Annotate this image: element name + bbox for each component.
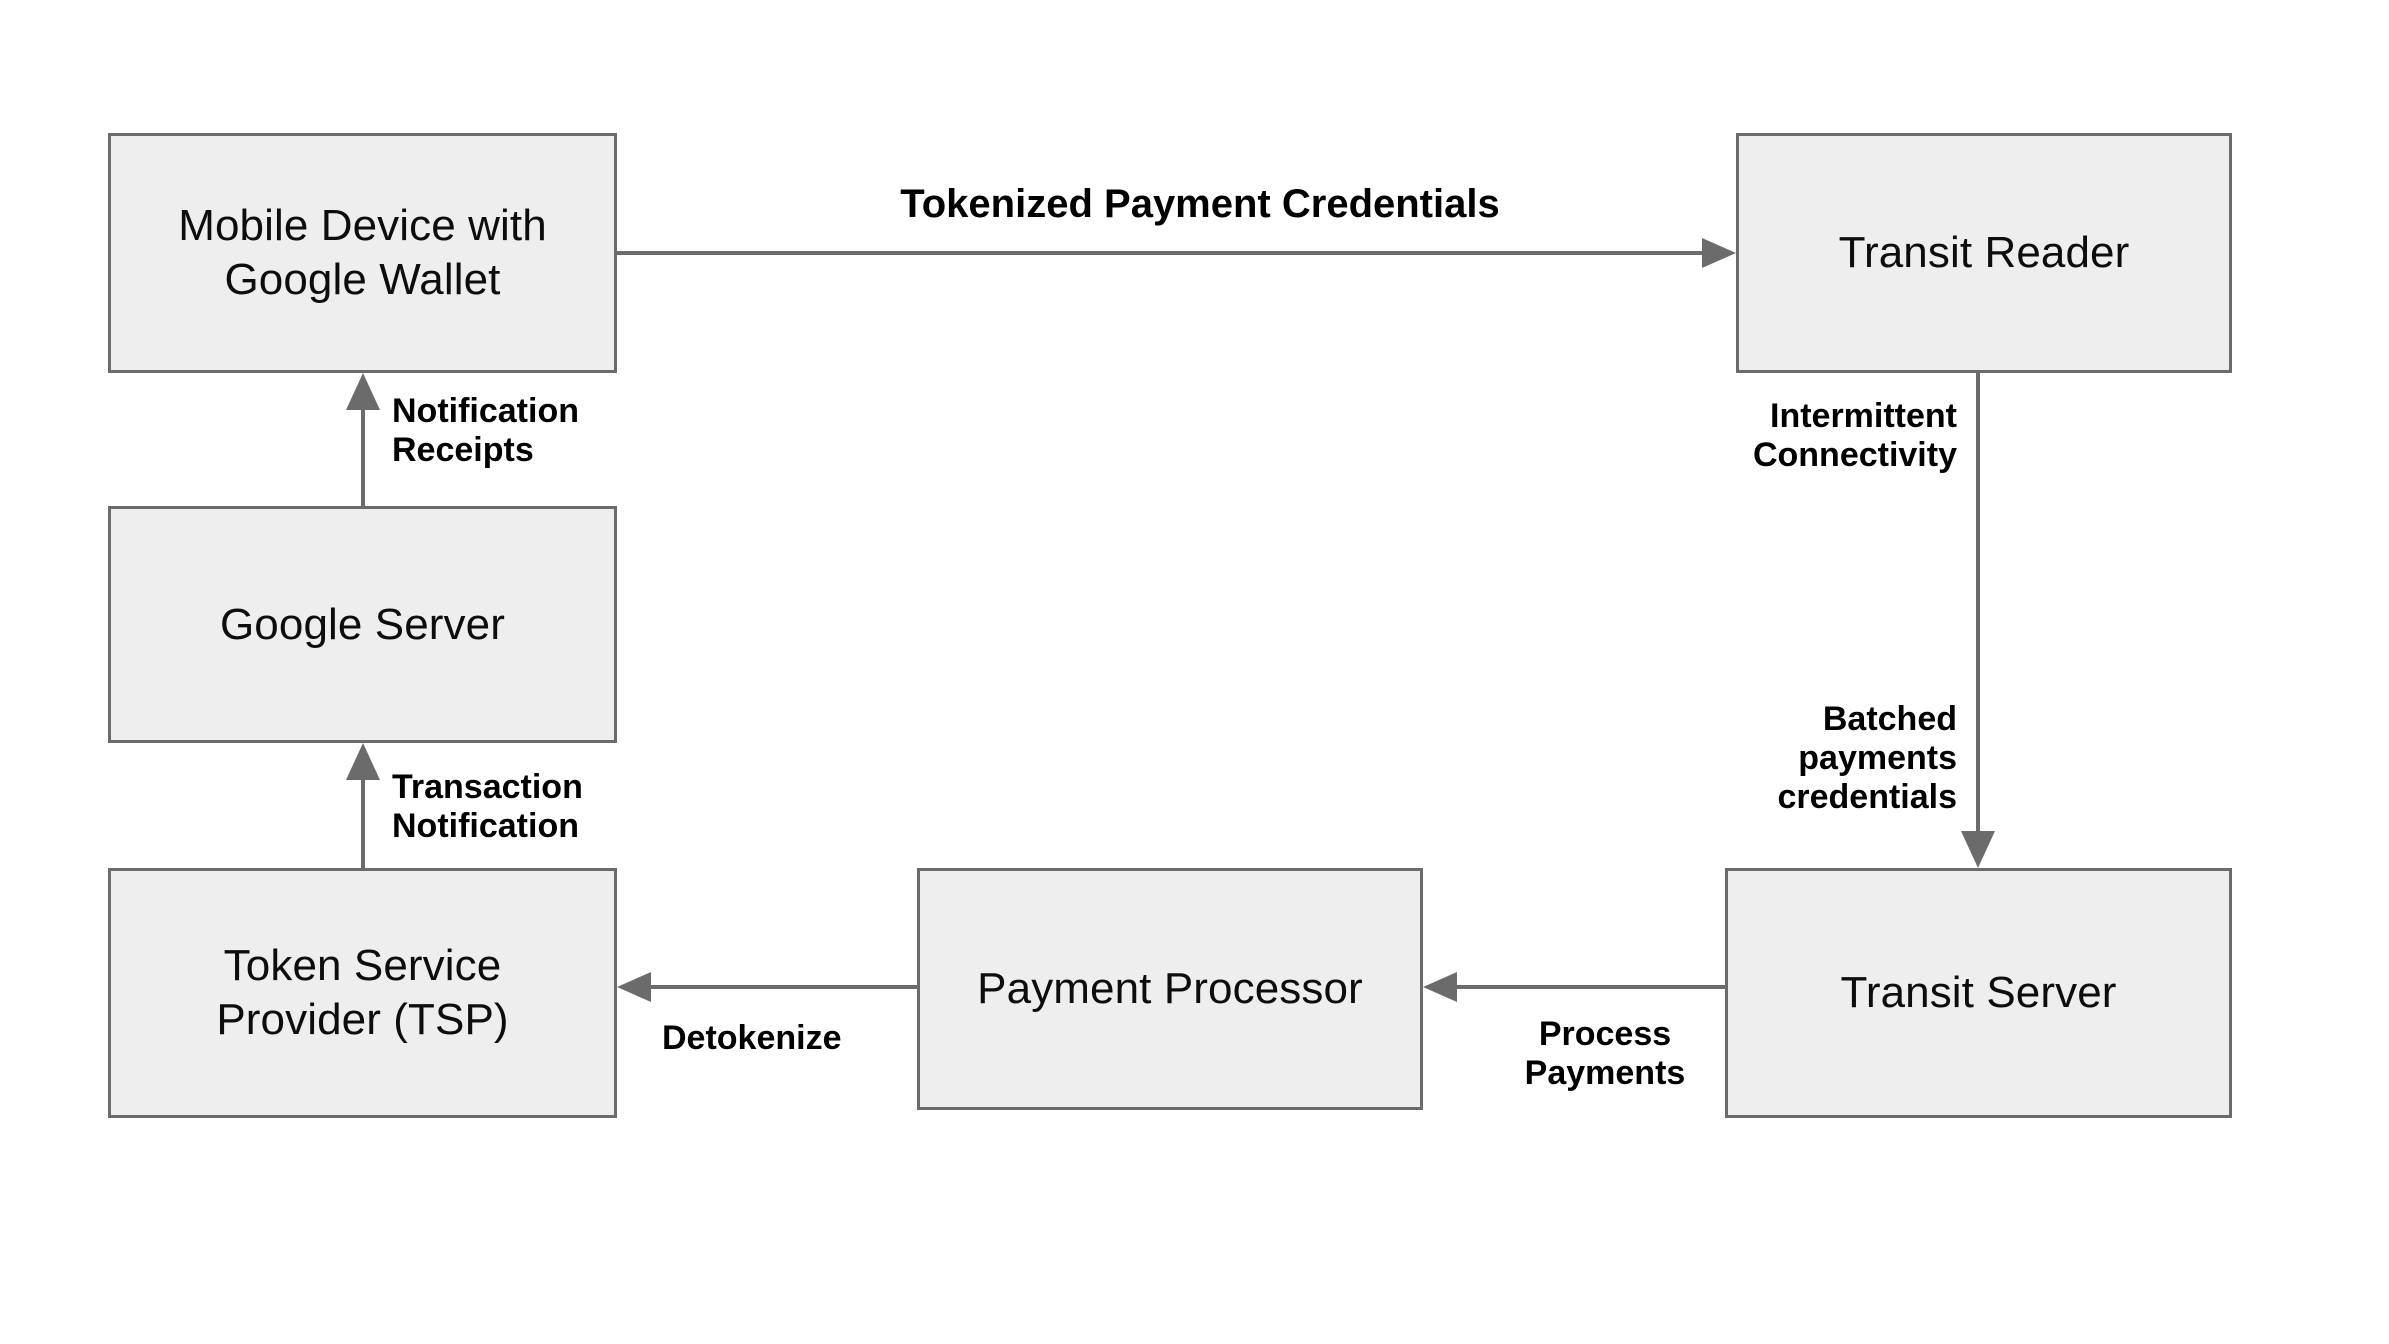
edge-label-detokenize: Detokenize [662,1019,842,1057]
node-token-service-provider-label: Token Service Provider (TSP) [216,941,509,1044]
node-transit-server[interactable]: Transit Server [1725,868,2232,1118]
node-mobile-device-label: Mobile Device with Google Wallet [178,201,547,304]
edge-tsp-to-google-server [346,743,380,868]
edge-processor-to-tsp [617,972,917,1002]
node-google-server-label: Google Server [219,599,505,649]
node-transit-reader[interactable]: Transit Reader [1736,133,2232,373]
edge-label-notification-receipts: Notification Receipts [392,392,579,470]
edge-google-server-to-mobile [346,373,380,506]
edge-reader-to-transit-server [1961,373,1995,868]
edge-transit-server-to-processor [1423,972,1725,1002]
edge-label-intermittent-connectivity: Intermittent Connectivity [1752,397,1957,475]
edge-mobile-to-reader [617,238,1736,268]
node-payment-processor[interactable]: Payment Processor [917,868,1423,1110]
node-token-service-provider[interactable]: Token Service Provider (TSP) [108,868,617,1118]
edge-label-transaction-notification: Transaction Notification [392,768,583,846]
edge-label-batched-payments-credentials: Batched payments credentials [1777,700,1957,817]
node-transit-server-label: Transit Server [1840,968,2117,1018]
edge-label-process-payments: Process Payments [1524,1015,1686,1093]
node-transit-reader-label: Transit Reader [1838,228,2130,278]
edge-label-tokenized-payment-credentials: Tokenized Payment Credentials [900,182,1500,226]
node-mobile-device[interactable]: Mobile Device with Google Wallet [108,133,617,373]
node-payment-processor-label: Payment Processor [977,964,1363,1014]
node-google-server[interactable]: Google Server [108,506,617,743]
